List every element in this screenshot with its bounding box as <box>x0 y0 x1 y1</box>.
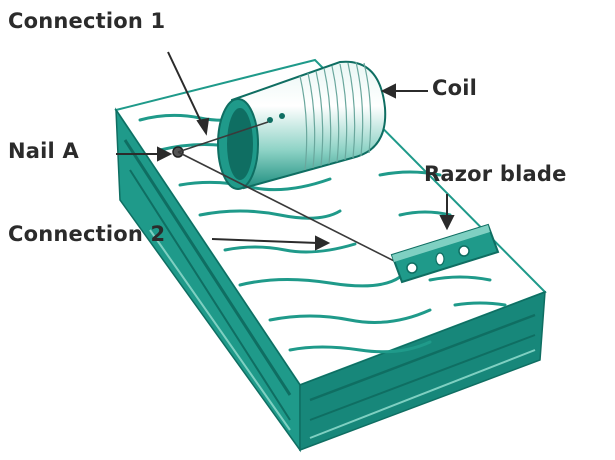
label-connection-1: Connection 1 <box>8 9 165 33</box>
label-coil: Coil <box>432 76 477 100</box>
label-razor-blade: Razor blade <box>424 162 567 186</box>
label-connection-2: Connection 2 <box>8 222 165 246</box>
label-nail-a: Nail A <box>8 139 79 163</box>
